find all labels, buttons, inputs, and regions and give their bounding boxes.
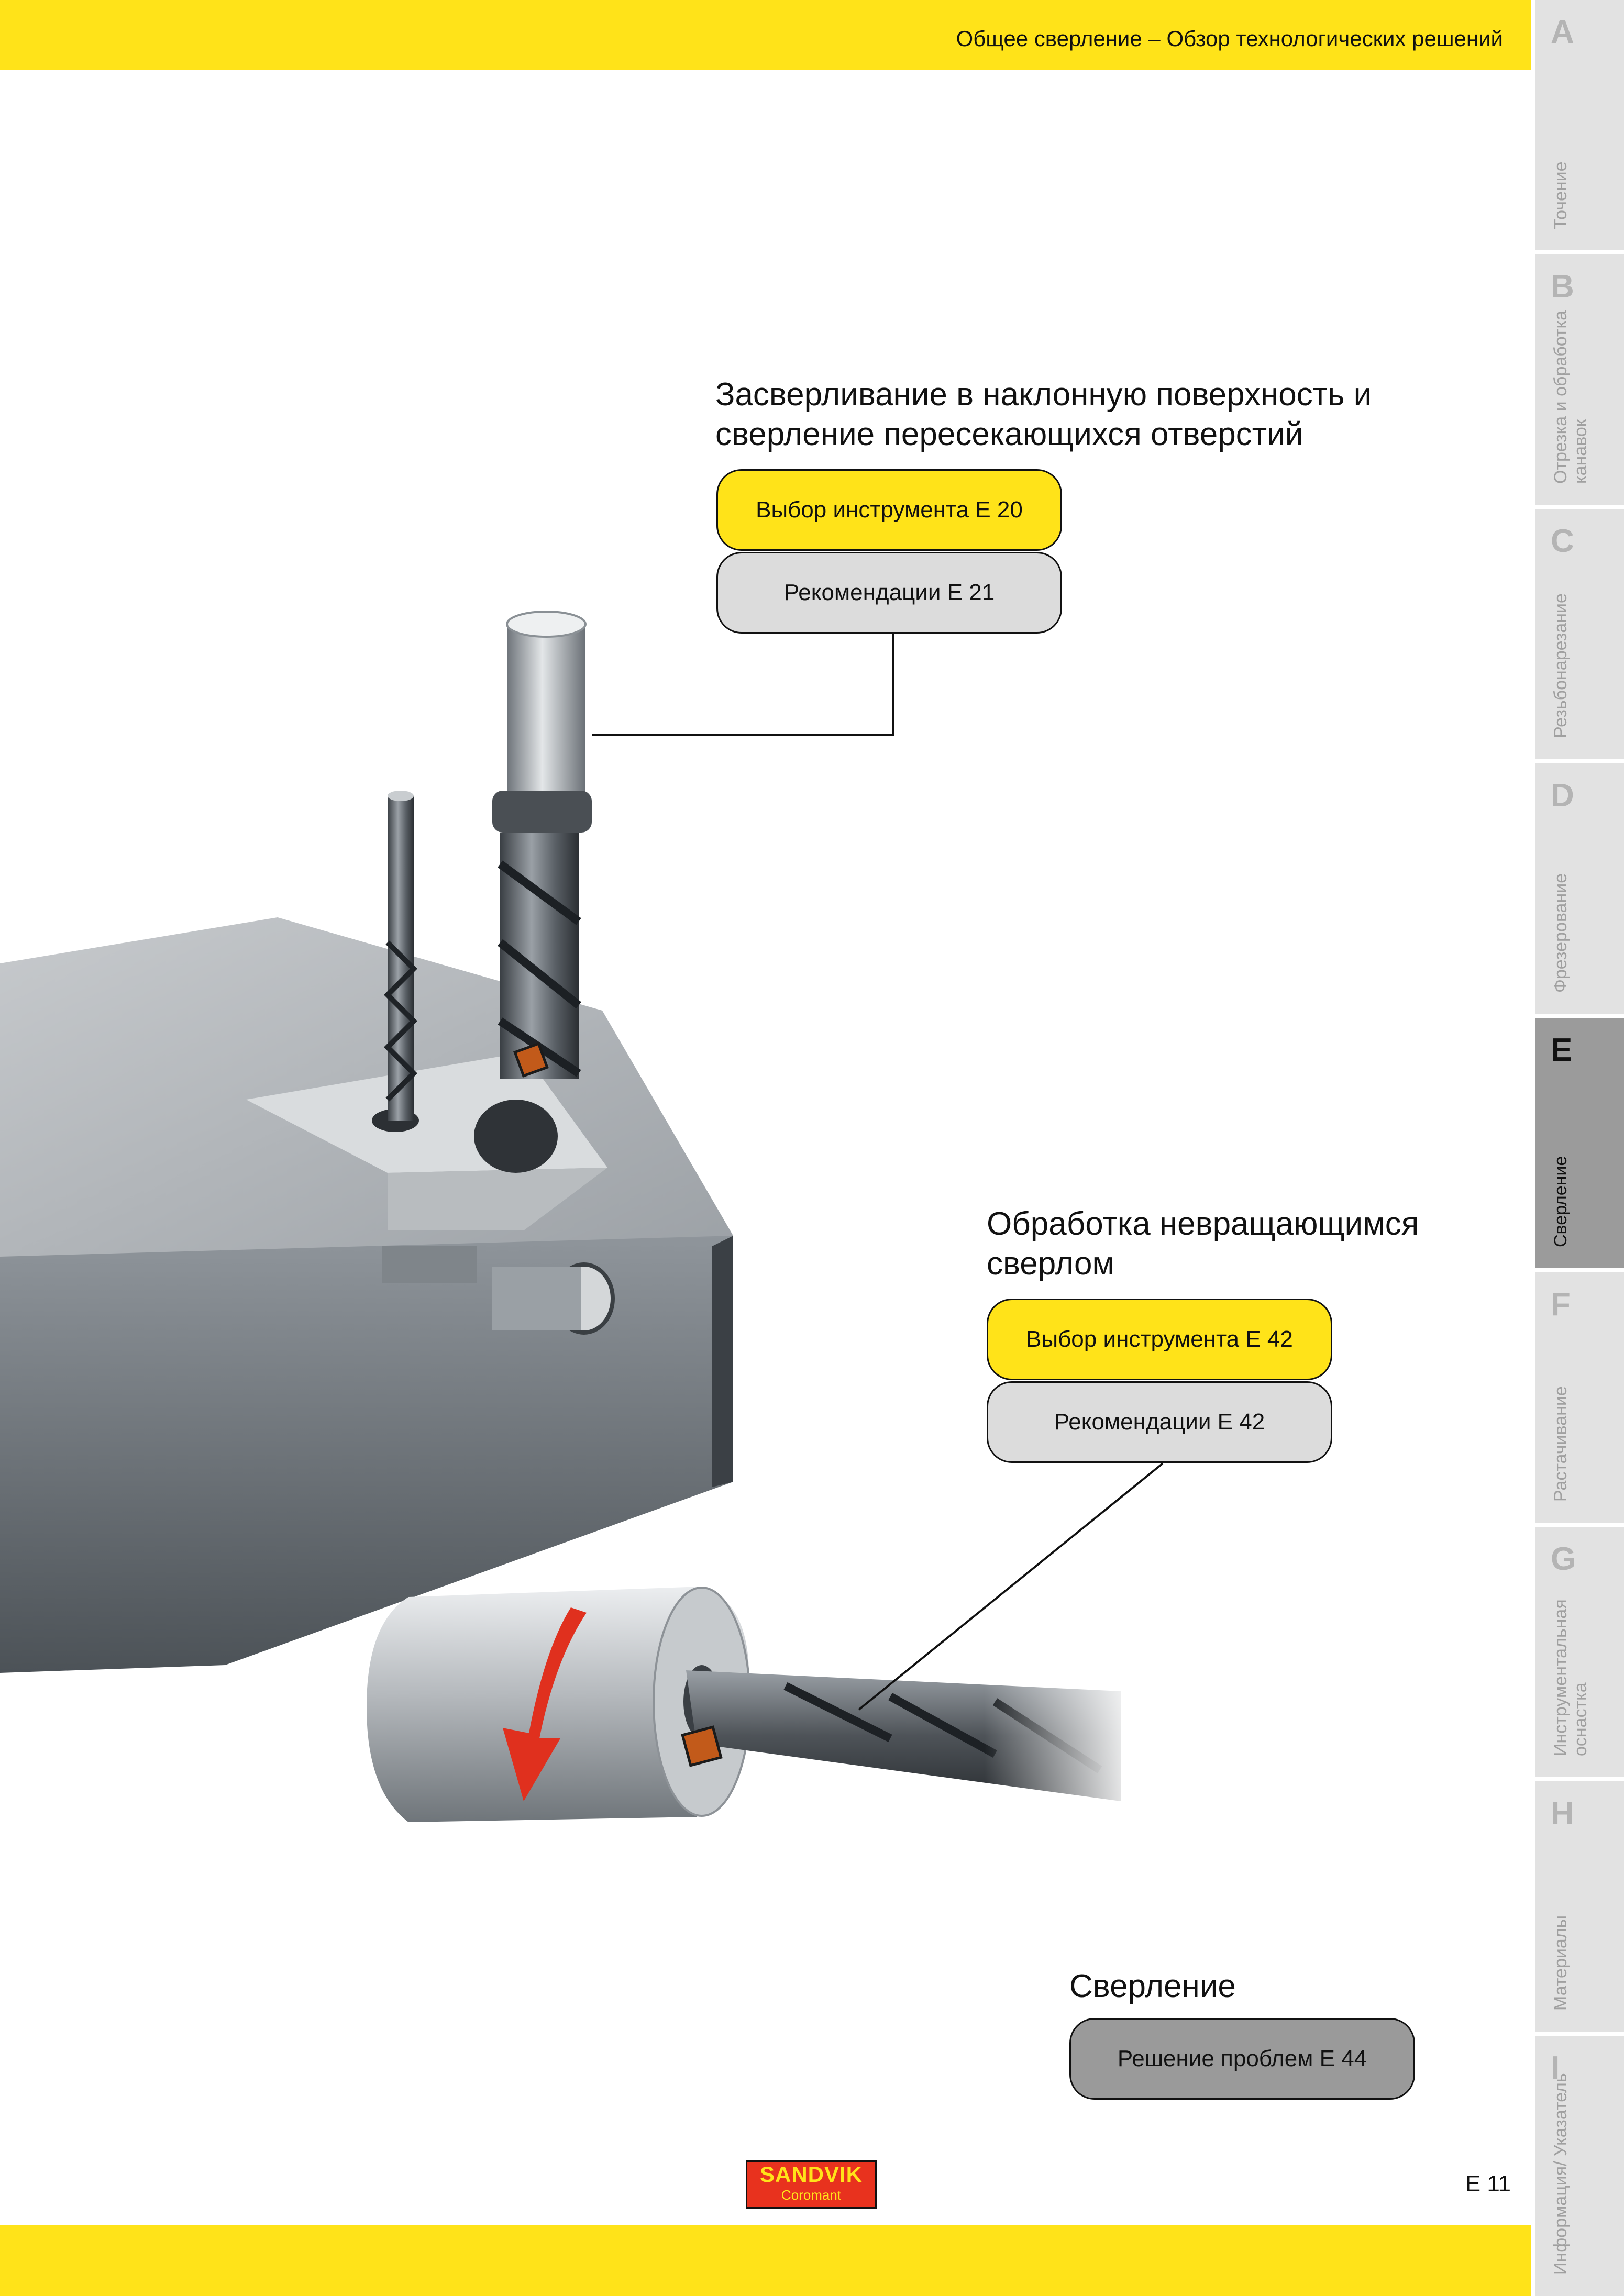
tab-label: Материалы (1551, 1915, 1571, 2011)
section-title-line: сверление пересекающихся отверстий (715, 416, 1303, 452)
tool-selection-link[interactable]: Выбор инструмента E 20 (716, 469, 1062, 551)
tab-label: Информация/ Указатель (1551, 2073, 1571, 2275)
tab-label: Резьбонарезание (1551, 593, 1571, 738)
tab-letter: E (1551, 1032, 1573, 1068)
tab-letter: H (1551, 1795, 1574, 1832)
footer-bar (0, 2225, 1531, 2296)
tab-letter: D (1551, 778, 1574, 814)
chapter-sidebar: A Точение B Отрезка и обработка канавок … (1535, 0, 1624, 2296)
tab-g[interactable]: G Инструментальная оснастка (1535, 1527, 1624, 1777)
logo-sub: Coromant (781, 2187, 842, 2203)
tab-letter: A (1551, 14, 1574, 50)
tab-i[interactable]: I Информация/ Указатель (1535, 2036, 1624, 2296)
tab-label: Растачивание (1551, 1386, 1571, 1502)
tab-label: Сверление (1551, 1156, 1571, 1247)
tab-letter: F (1551, 1286, 1571, 1323)
tab-d[interactable]: D Фрезерование (1535, 763, 1624, 1014)
tab-letter: C (1551, 523, 1574, 559)
recommendations-link[interactable]: Рекомендации E 21 (716, 552, 1062, 634)
tab-letter: B (1551, 269, 1574, 305)
drilling-illustration (0, 611, 1142, 1838)
logo-brand: SANDVIK (759, 2162, 863, 2187)
section-title-line: Обработка невращающимся (987, 1206, 1419, 1242)
header-title: Общее сверление – Обзор технологических … (956, 26, 1503, 51)
header-bar: Общее сверление – Обзор технологических … (0, 0, 1531, 70)
tab-label: Отрезка и обработка канавок (1551, 310, 1590, 484)
tool-selection-link[interactable]: Выбор инструмента E 42 (987, 1299, 1332, 1380)
section-title-line: Засверливание в наклонную поверхность и (715, 376, 1372, 413)
tab-label: Фрезерование (1551, 873, 1571, 993)
section-title: Обработка невращающимся сверлом (987, 1204, 1419, 1284)
page-number: E 11 (1465, 2171, 1511, 2197)
tab-b[interactable]: B Отрезка и обработка канавок (1535, 254, 1624, 505)
tab-label: Точение (1551, 161, 1571, 229)
tab-label: Инструментальная оснастка (1551, 1599, 1590, 1756)
section-title: Сверление (1069, 1968, 1236, 2004)
tab-f[interactable]: F Растачивание (1535, 1272, 1624, 1523)
tab-a[interactable]: A Точение (1535, 0, 1624, 250)
tab-c[interactable]: C Резьбонарезание (1535, 509, 1624, 759)
leader-lines (592, 634, 1164, 1711)
section-title: Засверливание в наклонную поверхность и … (715, 375, 1372, 454)
troubleshooting-link[interactable]: Решение проблем E 44 (1069, 2018, 1415, 2100)
sandvik-coromant-logo: SANDVIK Coromant (746, 2160, 877, 2209)
section-title-line: сверлом (987, 1246, 1115, 1282)
tab-letter: G (1551, 1541, 1576, 1577)
recommendations-link[interactable]: Рекомендации E 42 (987, 1381, 1332, 1463)
tab-e[interactable]: E Сверление (1535, 1018, 1624, 1268)
tab-letter: I (1551, 2050, 1560, 2086)
tab-h[interactable]: H Материалы (1535, 1781, 1624, 2032)
